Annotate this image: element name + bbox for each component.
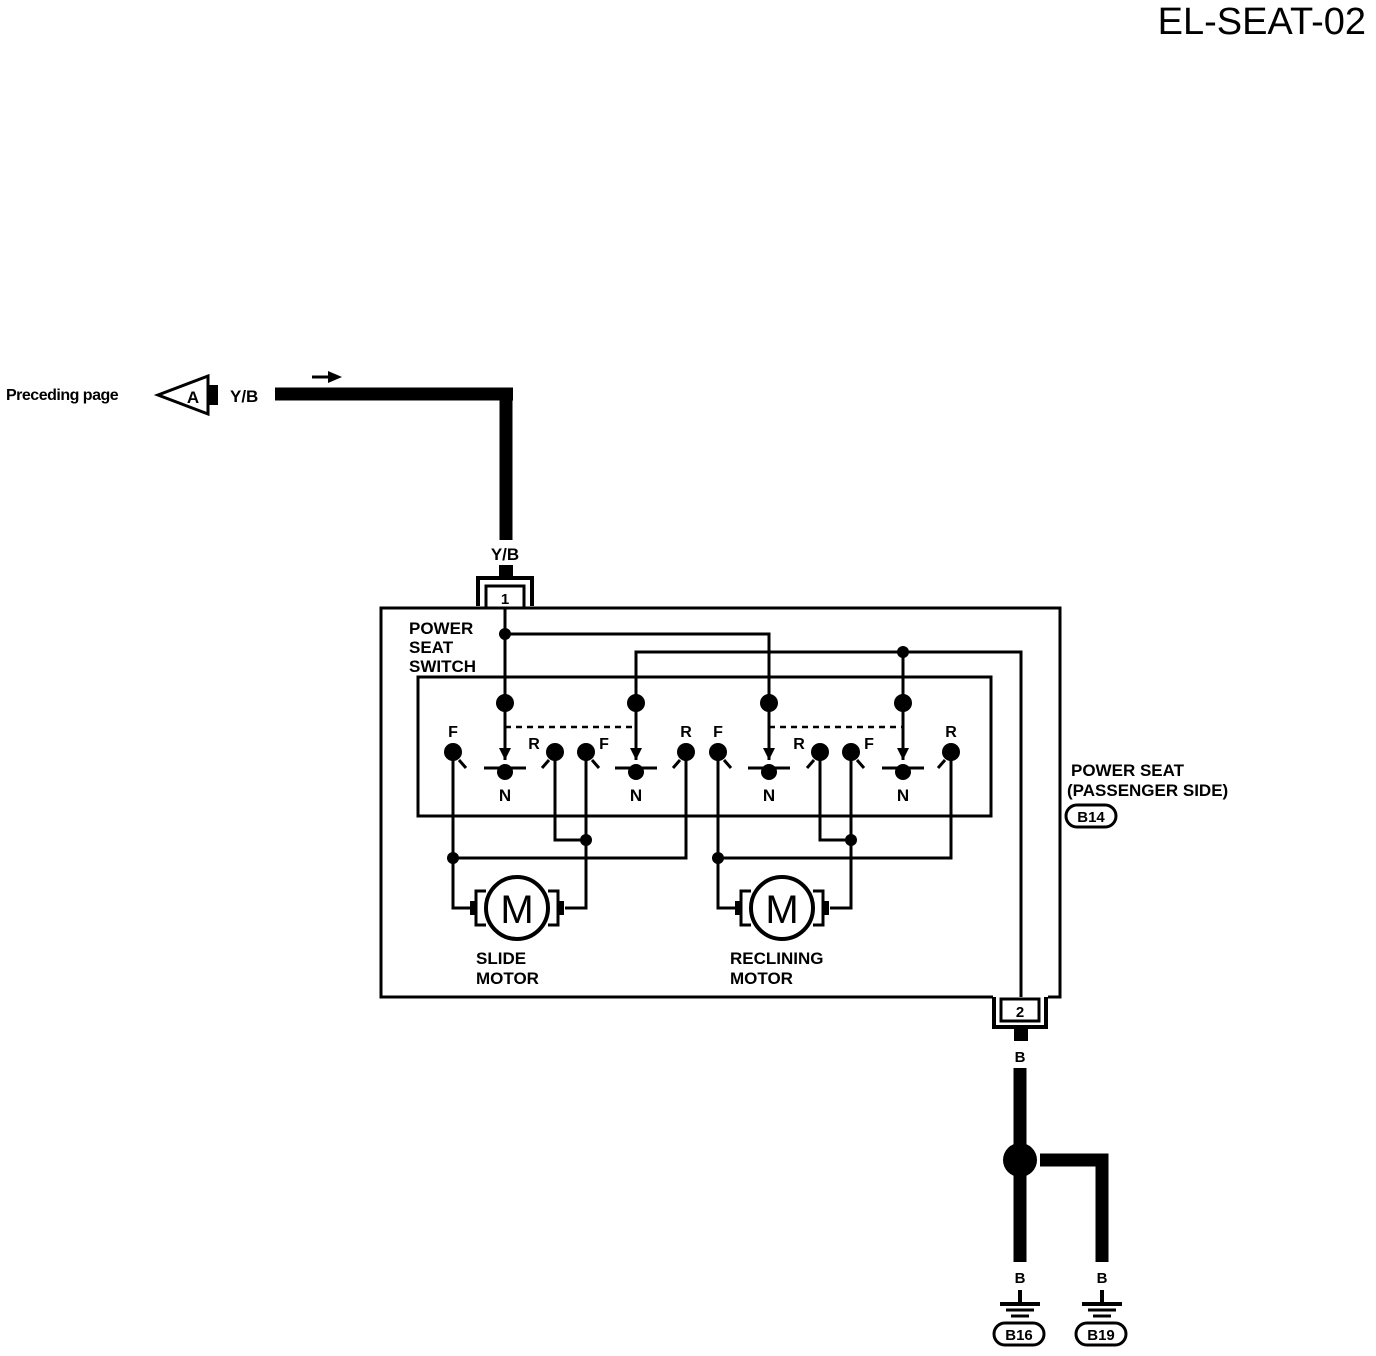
connector-b16-label: B16 <box>1005 1327 1033 1344</box>
contact-r-label-3: R <box>793 736 805 753</box>
neutral-label-4: N <box>897 786 909 805</box>
neutral-label-2: N <box>630 786 642 805</box>
power-seat-switch-box <box>416 675 993 818</box>
ground-icon <box>1082 1290 1122 1318</box>
connector-b14-label: B14 <box>1077 809 1105 826</box>
contact-r-1 <box>540 743 564 769</box>
contact-r-3 <box>805 743 829 769</box>
power-seat-label-line1: POWER SEAT <box>1071 761 1185 780</box>
preceding-page-label: Preceding page <box>6 387 119 404</box>
diagram-id: EL-SEAT-02 <box>1158 1 1366 43</box>
switch-blade-4 <box>882 694 924 780</box>
switch-label-line3: SWITCH <box>409 657 476 676</box>
wire-color-b-ground2: B <box>1097 1270 1108 1287</box>
switch-blade-3 <box>748 694 790 780</box>
slide-motor: M <box>470 875 564 941</box>
connector-b19-label: B19 <box>1087 1327 1115 1344</box>
neutral-label-1: N <box>499 786 511 805</box>
ground-wires <box>1003 1068 1109 1262</box>
contact-f-1 <box>444 743 468 769</box>
slide-motor-label-line1: SLIDE <box>476 949 526 968</box>
connector-b14-oval <box>1064 803 1118 829</box>
wire-yb <box>275 387 513 540</box>
contact-r-label-4: R <box>945 724 957 741</box>
junction-dot <box>499 628 511 640</box>
contact-r-label-2: R <box>680 724 692 741</box>
ground-icon <box>1000 1290 1040 1318</box>
switch-blade-2 <box>615 694 657 780</box>
switch-label-line2: SEAT <box>409 638 454 657</box>
contact-f-3 <box>709 743 733 769</box>
contact-f-label-2: F <box>599 736 609 753</box>
reclining-motor: M <box>735 875 829 941</box>
connector-a-flag: A <box>153 373 218 417</box>
switch-label-line1: POWER <box>409 619 473 638</box>
neutral-label-3: N <box>763 786 775 805</box>
pin-1-label: 1 <box>501 591 509 608</box>
contact-r-2 <box>671 743 695 769</box>
wire-color-b-ground1: B <box>1015 1270 1026 1287</box>
reclining-motor-label-line1: RECLINING <box>730 949 824 968</box>
contact-f-label-1: F <box>448 724 458 741</box>
slide-motor-wiring <box>447 752 688 910</box>
pin-1-connector: 1 <box>476 576 534 610</box>
wire-color-yb-top: Y/B <box>230 387 258 406</box>
contact-f-2 <box>577 743 601 769</box>
pin-2-label: 2 <box>1016 1004 1024 1021</box>
power-seat-box <box>379 606 1062 999</box>
junction-dot <box>897 646 909 658</box>
contact-f-label-4: F <box>864 736 874 753</box>
slide-motor-symbol: M <box>500 888 533 932</box>
current-arrow-icon <box>312 371 342 383</box>
wire-color-b-pin2: B <box>1015 1049 1026 1066</box>
contact-r-4 <box>936 743 960 769</box>
connector-b19-oval <box>1074 1321 1128 1347</box>
connector-a-letter: A <box>187 388 199 407</box>
slide-motor-label-line2: MOTOR <box>476 969 539 988</box>
switch-blade-1 <box>484 694 526 780</box>
pin-2-connector: 2 <box>992 997 1048 1029</box>
power-seat-label-line2: (PASSENGER SIDE) <box>1067 781 1228 800</box>
reclining-motor-wiring <box>712 752 953 910</box>
contact-f-4 <box>842 743 866 769</box>
connector-b16-oval <box>992 1321 1046 1347</box>
reclining-motor-label-line2: MOTOR <box>730 969 793 988</box>
contact-r-label-1: R <box>528 736 540 753</box>
wire-color-yb-pin1: Y/B <box>491 545 519 564</box>
contact-f-label-3: F <box>713 724 723 741</box>
reclining-motor-symbol: M <box>765 888 798 932</box>
